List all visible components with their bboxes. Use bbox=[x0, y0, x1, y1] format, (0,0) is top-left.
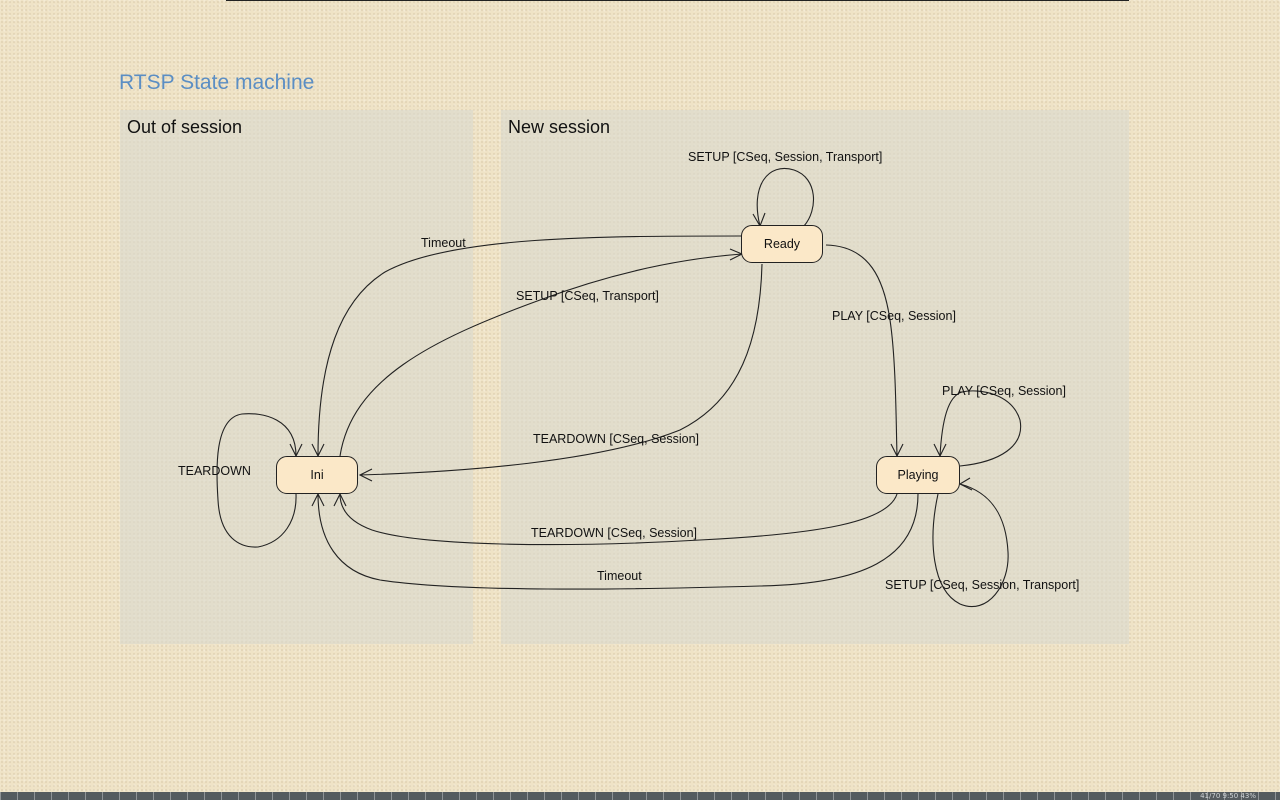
label-ini-self-teardown: TEARDOWN bbox=[178, 464, 251, 478]
status-strip: 41/70 9:50 43% bbox=[0, 792, 1280, 800]
arrow-ready-self-setup bbox=[756, 167, 815, 227]
arrow-playing-self-play bbox=[939, 390, 1022, 467]
label-playing-to-ini-timeout: Timeout bbox=[597, 569, 642, 583]
label-playing-self-play: PLAY [CSeq, Session] bbox=[942, 384, 1066, 398]
arrowhead-playing-self-setup bbox=[958, 477, 973, 491]
arrow-playing-to-ini-teardown bbox=[339, 493, 898, 546]
state-ready: Ready bbox=[741, 225, 823, 263]
region-out-of-session: Out of session bbox=[120, 110, 473, 644]
label-ready-to-ini-teardown: TEARDOWN [CSeq, Session] bbox=[533, 432, 700, 446]
arrow-ready-to-ini-timeout bbox=[317, 235, 743, 457]
state-ini: Ini bbox=[276, 456, 358, 494]
arrow-ini-self-teardown bbox=[216, 413, 297, 548]
label-playing-self-setup: SETUP [CSeq, Session, Transport] bbox=[885, 578, 1080, 592]
arrowhead-playing-to-ini-timeout bbox=[311, 492, 325, 507]
arrow-ini-to-ready-setup bbox=[339, 253, 743, 457]
label-ini-to-ready-setup: SETUP [CSeq, Transport] bbox=[516, 289, 659, 303]
label-ready-to-playing-play: PLAY [CSeq, Session] bbox=[832, 309, 956, 323]
state-playing: Playing bbox=[876, 456, 960, 494]
arrow-playing-self-setup bbox=[932, 483, 1009, 607]
status-strip-ticks bbox=[0, 792, 1280, 800]
region-new-session: New session bbox=[501, 110, 1129, 644]
arrowhead-playing-to-ini-teardown bbox=[333, 492, 347, 507]
region-label-new-session: New session bbox=[508, 117, 611, 137]
top-rule bbox=[226, 0, 1129, 1]
arrowhead-ready-to-ini-teardown bbox=[358, 468, 373, 482]
page-title: RTSP State machine bbox=[119, 71, 315, 94]
region-label-out-of-session: Out of session bbox=[127, 117, 243, 137]
arrow-ready-to-playing-play bbox=[825, 244, 898, 457]
label-playing-to-ini-teardown: TEARDOWN [CSeq, Session] bbox=[531, 526, 698, 540]
label-ready-to-ini-timeout: Timeout bbox=[421, 236, 466, 250]
arrow-ready-to-ini-teardown bbox=[359, 263, 763, 476]
label-ready-self-setup: SETUP [CSeq, Session, Transport] bbox=[688, 150, 883, 164]
arrow-playing-to-ini-timeout bbox=[317, 493, 919, 590]
status-strip-text: 41/70 9:50 43% bbox=[1200, 792, 1256, 800]
